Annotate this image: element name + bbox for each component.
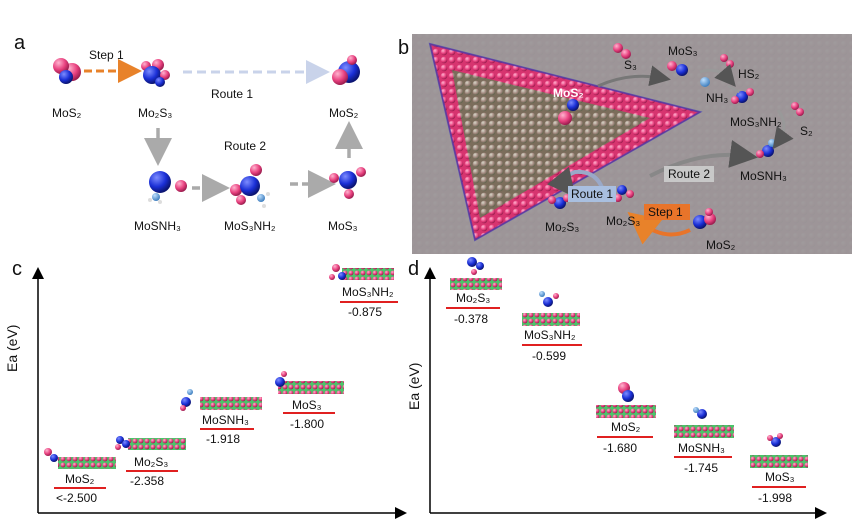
- arrow-route2: [649, 140, 758, 178]
- d-state-3-name: MoSNH₃: [678, 441, 725, 455]
- panel-label-a: a: [14, 32, 26, 54]
- a-mosnh3-label: MoSNH₃: [134, 219, 181, 233]
- b-mosnh3-label: MoSNH₃: [740, 169, 787, 183]
- b-step1-label: Step 1: [648, 205, 683, 219]
- d-state-0-name: Mo₂S₃: [456, 291, 491, 305]
- d-state-1-value: -0.599: [532, 349, 567, 363]
- molecule-mos2-start: [53, 58, 81, 84]
- panel-a-diagram: [53, 55, 366, 208]
- c-energy-level-2: [200, 428, 254, 430]
- c-state-1-name: Mo₂S₃: [134, 455, 169, 469]
- panel-c-axes: [32, 267, 407, 519]
- c-energy-level-4: [340, 301, 398, 303]
- panel-b-illustration: [412, 34, 852, 254]
- d-slab-mos2: [596, 405, 656, 418]
- molecule-mos2-end: [332, 55, 360, 85]
- molecule-mos3: [329, 167, 366, 199]
- d-state-0-value: -0.378: [454, 312, 489, 326]
- d-energy-level-4: [752, 486, 806, 488]
- d-slab-mosnh3: [674, 425, 734, 438]
- c-slab-mos3: [278, 381, 344, 394]
- c-state-3-name: MoS₃: [292, 398, 322, 412]
- d-y-axis-label: Ea (eV): [406, 362, 422, 410]
- molecule-mos3nh2: [230, 164, 270, 208]
- molecule-mosnh3: [148, 171, 187, 204]
- panel-b-molecules: [548, 43, 804, 229]
- c-state-4-name: MoS₃NH₂: [342, 285, 394, 299]
- d-state-4-name: MoS₃: [765, 470, 795, 484]
- a-mo2s3-label: Mo₂S₃: [138, 106, 173, 120]
- b-nh3-label: NH₃: [706, 91, 729, 105]
- c-slab-mos2: [58, 457, 116, 469]
- b-mos3nh2-label: MoS₃NH₂: [730, 115, 782, 129]
- c-energy-level-1: [126, 470, 178, 472]
- panel-label-b: b: [398, 37, 410, 59]
- c-state-0-value: <-2.500: [56, 491, 98, 505]
- a-mos2-start-label: MoS₂: [52, 106, 82, 120]
- d-energy-level-0: [446, 307, 500, 309]
- d-state-2-value: -1.680: [603, 441, 638, 455]
- b-mos2-bottom-label: MoS₂: [706, 238, 736, 252]
- a-mos2-end-label: MoS₂: [329, 106, 359, 120]
- step1-box: [644, 204, 690, 220]
- b-mos3-label: MoS₃: [668, 44, 698, 58]
- c-state-4-value: -0.875: [348, 305, 383, 319]
- d-energy-level-3: [674, 456, 732, 458]
- d-state-3-value: -1.745: [684, 461, 719, 475]
- b-mo2s3-left-label: Mo₂S₃: [545, 220, 580, 234]
- d-state-1-name: MoS₃NH₂: [524, 328, 576, 342]
- c-slab-mo2s3: [128, 438, 186, 450]
- a-route2-label: Route 2: [224, 139, 267, 153]
- c-energy-level-0: [54, 487, 106, 489]
- c-state-3-value: -1.800: [290, 417, 325, 431]
- d-state-2-name: MoS₂: [611, 420, 641, 434]
- b-s3-label: S₃: [624, 58, 637, 72]
- b-route2-label: Route 2: [668, 167, 711, 181]
- d-slab-mo2s3: [450, 278, 502, 290]
- a-mos3nh2-label: MoS₃NH₂: [224, 219, 276, 233]
- c-slab-mosnh3: [200, 397, 262, 410]
- c-slab-mos3nh2: [342, 268, 394, 280]
- b-mo2s3-center-label: Mo₂S₃: [606, 214, 641, 228]
- route1-box: [568, 186, 616, 202]
- d-slab-mos3nh2: [522, 313, 580, 326]
- c-state-1-value: -2.358: [130, 474, 165, 488]
- c-state-0-name: MoS₂: [65, 472, 95, 486]
- b-s2-label: S₂: [800, 124, 813, 138]
- d-energy-level-1: [522, 344, 582, 346]
- molecule-mo2s3: [141, 59, 170, 87]
- panel-c-slabs: [44, 264, 394, 469]
- panel-d-axes: [424, 267, 827, 519]
- panel-d-slabs: [450, 257, 808, 468]
- arrow-mos3-to-hs2: [699, 64, 736, 87]
- route2-box: [664, 166, 714, 182]
- d-state-4-value: -1.998: [758, 491, 793, 505]
- c-y-axis-label: Ea (eV): [4, 324, 20, 372]
- b-mos2-surface-label: MoS₂: [553, 86, 584, 100]
- c-energy-level-3: [283, 412, 335, 414]
- c-state-2-value: -1.918: [206, 432, 241, 446]
- arrow-route1: [547, 166, 607, 199]
- arrow-step1-b: [627, 212, 691, 245]
- arrow-s3-to-mos3: [597, 65, 671, 88]
- arrow-mos3nh2-to-mosnh3: [772, 109, 794, 150]
- panel-label-c: c: [12, 258, 22, 280]
- d-slab-mos3: [750, 455, 808, 468]
- b-route1-label: Route 1: [571, 187, 614, 201]
- c-state-2-name: MoSNH₃: [202, 413, 249, 427]
- b-hs2-label: HS₂: [738, 67, 760, 81]
- a-route1-label: Route 1: [211, 87, 254, 101]
- d-energy-level-2: [597, 436, 653, 438]
- a-step1-label: Step 1: [89, 48, 124, 62]
- panel-label-d: d: [408, 258, 420, 280]
- a-mos3-label: MoS₃: [328, 219, 358, 233]
